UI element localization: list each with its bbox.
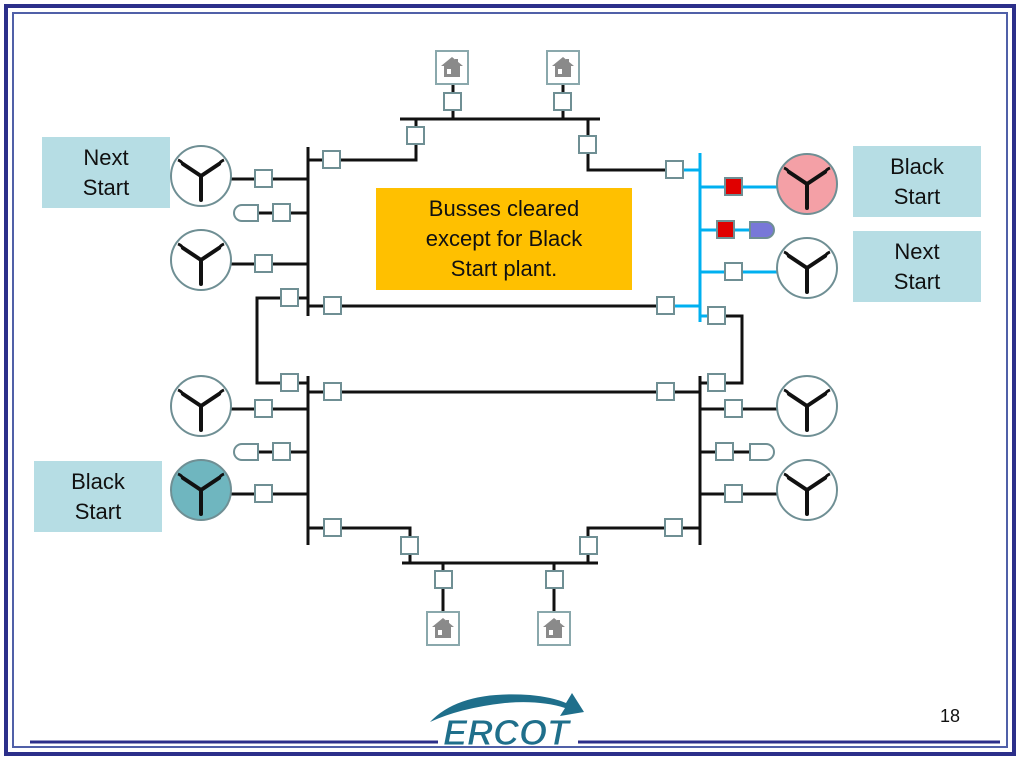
callout-busses-cleared: Busses cleared except for Black Start pl… bbox=[376, 188, 632, 290]
slide-frame-inner bbox=[12, 12, 1008, 748]
open-breaker bbox=[280, 288, 299, 307]
open-breaker bbox=[254, 169, 273, 188]
open-breaker bbox=[434, 570, 453, 589]
open-breaker bbox=[656, 382, 675, 401]
house-icon bbox=[537, 611, 571, 646]
house-icon bbox=[426, 611, 460, 646]
open-breaker bbox=[553, 92, 572, 111]
generator-icon bbox=[170, 229, 232, 291]
open-breakers bbox=[254, 92, 743, 589]
house-icon bbox=[435, 50, 469, 85]
open-breaker bbox=[545, 570, 564, 589]
generators bbox=[170, 145, 838, 521]
ercot-logo: ERCOT bbox=[30, 693, 1000, 754]
generator-icon bbox=[170, 145, 232, 207]
open-breaker bbox=[400, 536, 419, 555]
open-breaker bbox=[322, 150, 341, 169]
label-next-start-right: Next Start bbox=[853, 231, 981, 302]
black-start-generator-icon bbox=[170, 459, 232, 521]
generator-icon bbox=[170, 375, 232, 437]
label-black-start-right: Black Start bbox=[853, 146, 981, 217]
generator-icon bbox=[776, 459, 838, 521]
open-breaker bbox=[724, 262, 743, 281]
label-next-start-left: Next Start bbox=[42, 137, 170, 208]
closed-breakers bbox=[716, 177, 743, 239]
load-icon bbox=[749, 443, 775, 461]
open-breaker bbox=[578, 135, 597, 154]
open-breaker bbox=[665, 160, 684, 179]
label-black-start-left: Black Start bbox=[34, 461, 162, 532]
bus-lines bbox=[231, 84, 777, 612]
open-breaker bbox=[724, 484, 743, 503]
open-breaker bbox=[724, 399, 743, 418]
open-breaker bbox=[579, 536, 598, 555]
open-breaker bbox=[272, 442, 291, 461]
generator-icon bbox=[776, 237, 838, 299]
open-breaker bbox=[707, 306, 726, 325]
open-breaker bbox=[406, 126, 425, 145]
slide-frame-outer bbox=[4, 4, 1016, 756]
open-breaker bbox=[664, 518, 683, 537]
right-loop-line bbox=[700, 314, 744, 385]
left-loop-line bbox=[255, 296, 308, 385]
open-breaker bbox=[323, 296, 342, 315]
house-icon bbox=[546, 50, 580, 85]
open-breaker bbox=[254, 484, 273, 503]
closed-breaker bbox=[716, 220, 735, 239]
load-icon bbox=[233, 204, 259, 222]
black-start-generator-energized-icon bbox=[776, 153, 838, 215]
top-right-tie-line bbox=[586, 119, 676, 172]
open-breaker bbox=[254, 254, 273, 273]
open-breaker bbox=[707, 373, 726, 392]
open-breaker bbox=[715, 442, 734, 461]
open-breaker bbox=[323, 518, 342, 537]
open-breaker bbox=[443, 92, 462, 111]
open-breaker bbox=[656, 296, 675, 315]
houses bbox=[426, 50, 580, 646]
generator-icon bbox=[776, 375, 838, 437]
open-breaker bbox=[272, 203, 291, 222]
closed-breaker bbox=[724, 177, 743, 196]
open-breaker bbox=[280, 373, 299, 392]
load-icon bbox=[233, 443, 259, 461]
swoosh-icon bbox=[430, 693, 584, 722]
logo-text: ERCOT bbox=[443, 712, 572, 753]
energized-load-icon bbox=[749, 221, 775, 239]
open-breaker bbox=[323, 382, 342, 401]
page-number: 18 bbox=[939, 706, 961, 726]
open-breaker bbox=[254, 399, 273, 418]
loads bbox=[233, 204, 775, 461]
